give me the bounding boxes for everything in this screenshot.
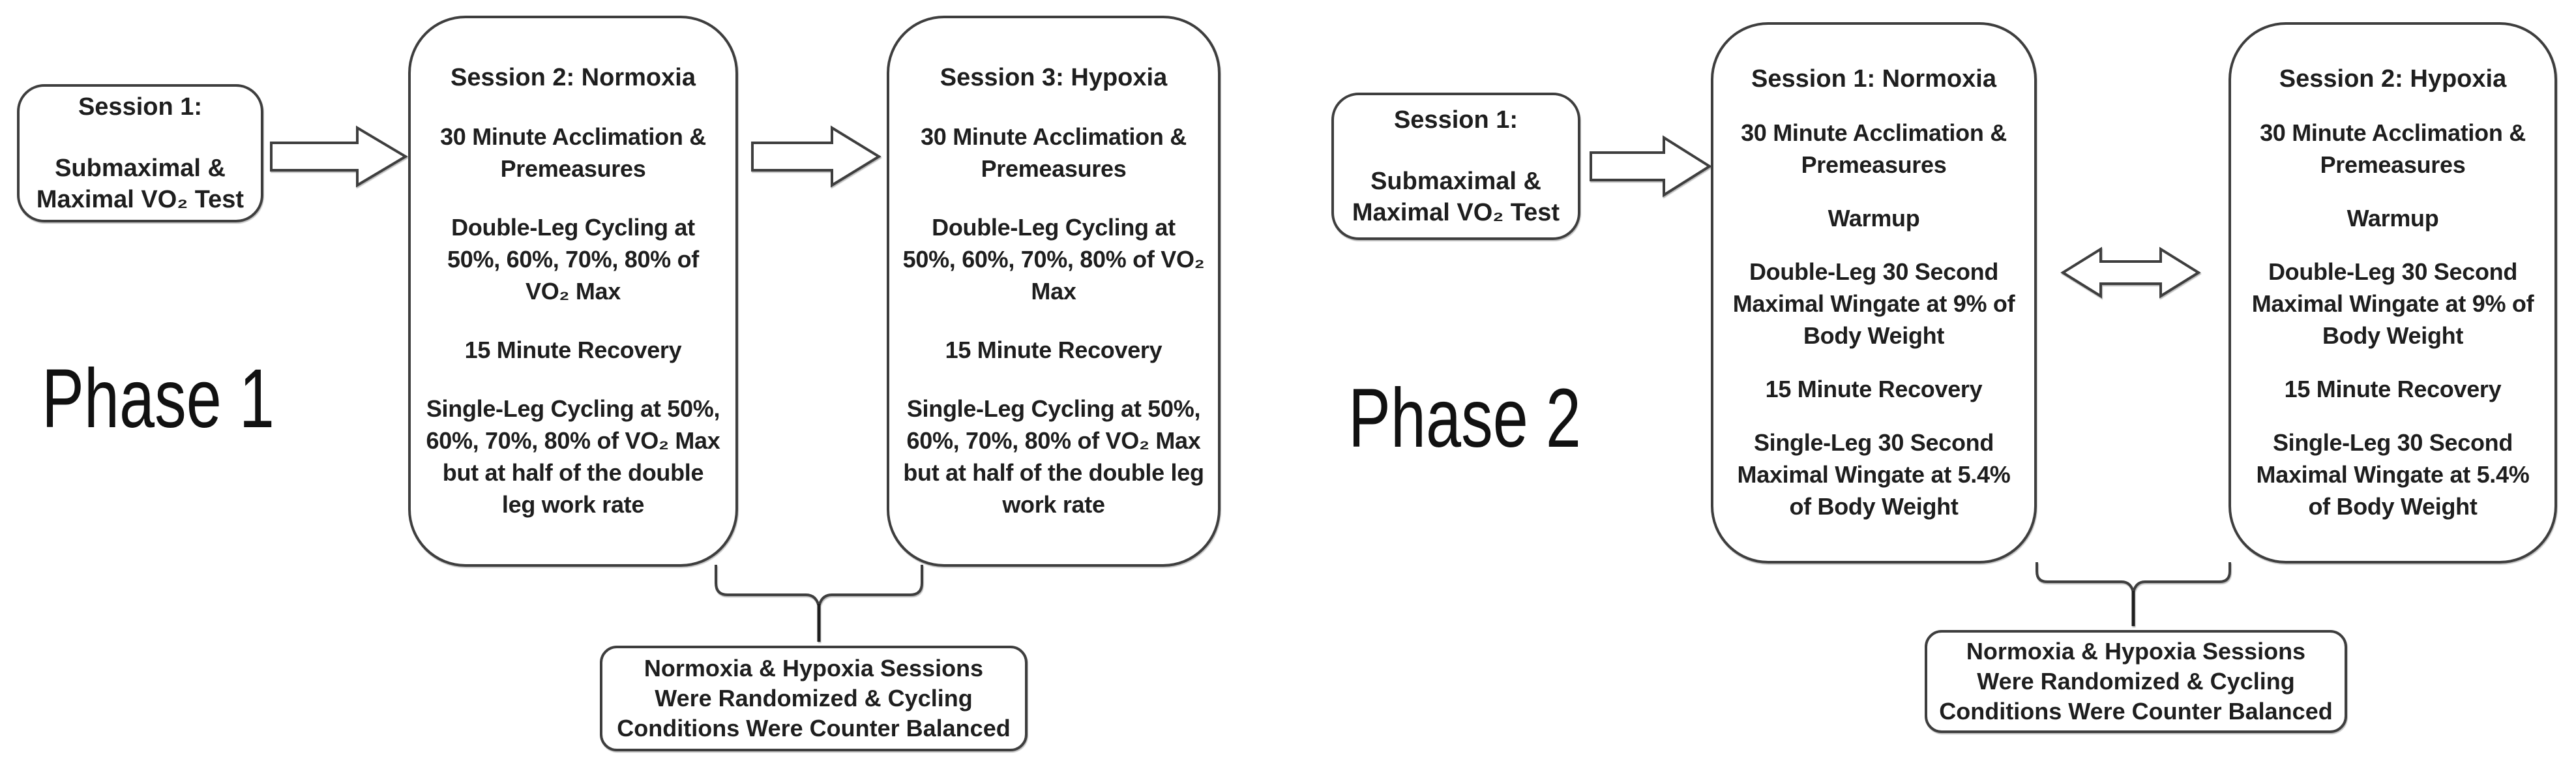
- session-box-item: 15 Minute Recovery: [2284, 376, 2502, 402]
- note-line: Were Randomized & Cycling: [1977, 668, 2295, 695]
- arrow-right-icon: [270, 125, 408, 188]
- session-box-item: 30 Minute Acclimation & Premeasures: [440, 123, 706, 182]
- note-line: Normoxia & Hypoxia Sessions: [644, 655, 984, 682]
- phase2-session-box-hypoxia: Session 2: Hypoxia 30 Minute Acclimation…: [2228, 22, 2557, 563]
- intro-box-title: Session 1:: [1393, 106, 1518, 134]
- phase1-label: Phase 1: [42, 352, 274, 445]
- session-box-title: Session 1: Normoxia: [1751, 65, 1996, 93]
- session-box-item: Single-Leg 30 Second Maximal Wingate at …: [1737, 429, 2011, 520]
- arrow-right-icon: [1590, 135, 1712, 198]
- phase1-note-box: Normoxia & Hypoxia Sessions Were Randomi…: [600, 646, 1028, 751]
- session-box-item: 30 Minute Acclimation & Premeasures: [2260, 119, 2526, 178]
- phase2-session-box-normoxia: Session 1: Normoxia 30 Minute Acclimatio…: [1711, 22, 2037, 563]
- phase1-intro-box: Session 1: Submaximal & Maximal VO₂ Test: [17, 84, 263, 222]
- session-box-item: Double-Leg 30 Second Maximal Wingate at …: [1732, 258, 2015, 349]
- intro-box-title: Session 1:: [78, 93, 203, 121]
- session-box-item: 15 Minute Recovery: [1765, 376, 1983, 402]
- session-box-title: Session 2: Normoxia: [451, 64, 696, 91]
- phase2-label: Phase 2: [1348, 372, 1581, 465]
- phase2-intro-box: Session 1: Submaximal & Maximal VO₂ Test: [1331, 93, 1580, 240]
- intro-box-line: Submaximal &: [55, 155, 226, 182]
- session-box-item: 15 Minute Recovery: [464, 337, 682, 363]
- note-line: Conditions Were Counter Balanced: [617, 715, 1011, 742]
- intro-box-line: Maximal VO₂ Test: [1352, 199, 1560, 226]
- intro-box-line: Submaximal &: [1370, 168, 1541, 195]
- session-box-item: Warmup: [1828, 205, 1920, 232]
- session-box-item: Double-Leg Cycling at 50%, 60%, 70%, 80%…: [447, 214, 699, 305]
- session-box-title: Session 2: Hypoxia: [2279, 65, 2507, 93]
- arrow-double-icon: [2060, 247, 2201, 299]
- intro-box-body: Submaximal & Maximal VO₂ Test: [1352, 166, 1560, 228]
- brace-icon: [715, 565, 923, 642]
- session-box-item: 30 Minute Acclimation & Premeasures: [1741, 119, 2007, 178]
- session-box-title: Session 3: Hypoxia: [940, 64, 1168, 91]
- session-box-item: Double-Leg 30 Second Maximal Wingate at …: [2251, 258, 2534, 349]
- session-box-item: Double-Leg Cycling at 50%, 60%, 70%, 80%…: [902, 214, 1205, 305]
- note-line: Were Randomized & Cycling: [655, 685, 973, 712]
- session-box-item: Single-Leg 30 Second Maximal Wingate at …: [2256, 429, 2530, 520]
- intro-box-line: Maximal VO₂ Test: [36, 186, 244, 213]
- brace-icon: [2036, 562, 2231, 626]
- session-box-item: Single-Leg Cycling at 50%, 60%, 70%, 80%…: [426, 395, 720, 518]
- session-box-item: Warmup: [2347, 205, 2439, 232]
- phase2-note-box: Normoxia & Hypoxia Sessions Were Randomi…: [1925, 630, 2347, 733]
- intro-box-body: Submaximal & Maximal VO₂ Test: [37, 153, 244, 215]
- session-box-item: 15 Minute Recovery: [945, 337, 1162, 363]
- session-box-item: 30 Minute Acclimation & Premeasures: [921, 123, 1187, 182]
- session-box-item: Single-Leg Cycling at 50%, 60%, 70%, 80%…: [903, 395, 1204, 518]
- arrow-right-icon: [751, 125, 881, 188]
- phase1-session-box-normoxia: Session 2: Normoxia 30 Minute Acclimatio…: [408, 16, 738, 567]
- note-line: Conditions Were Counter Balanced: [1939, 698, 2333, 725]
- phase1-session-box-hypoxia: Session 3: Hypoxia 30 Minute Acclimation…: [887, 16, 1221, 567]
- note-line: Normoxia & Hypoxia Sessions: [1966, 638, 2306, 665]
